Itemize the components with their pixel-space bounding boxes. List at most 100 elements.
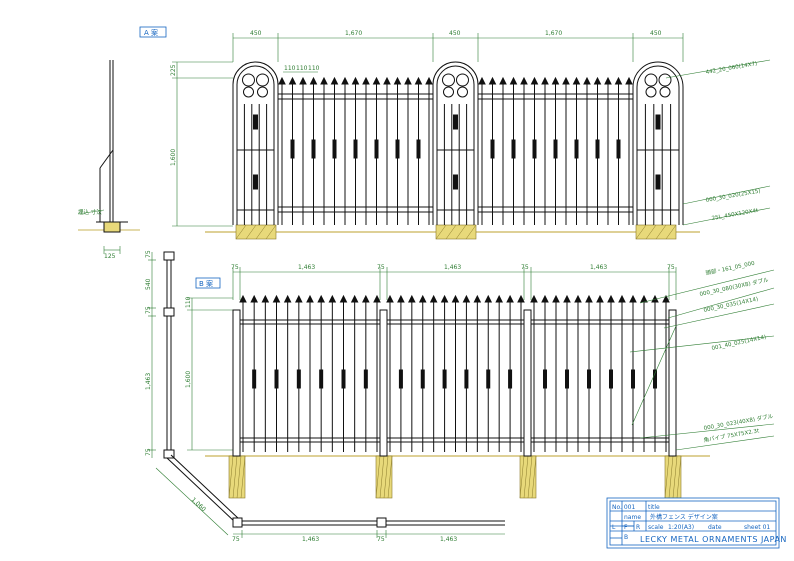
plan-b-panel-3-picket-spear [563, 294, 571, 303]
side-elevation [78, 60, 140, 233]
plan-a-arch-post-2-scroll-right [456, 73, 469, 87]
plan-a-panel-2-picket-spear [583, 76, 591, 85]
tb-no: No. 001 [612, 504, 636, 511]
plan-b-footing-1-hatch [236, 455, 242, 499]
plan-b-panel-2-picket-spear [473, 294, 482, 303]
plan-a-left-dim-1: 225 [170, 64, 177, 76]
plan-a-panel-1-ornament [311, 139, 316, 159]
plan-a-panel-1-picket-spear [288, 76, 297, 85]
plan-a-arch-post-2-scroll-left-low [443, 86, 454, 98]
plan-b-note-3: 000_30_035(14X14) [703, 297, 759, 314]
plan-b-post-1 [232, 309, 241, 457]
plan-b-post-4 [668, 309, 677, 457]
tb-company: LECKY METAL ORNAMENTS JAPAN [640, 535, 787, 544]
plan-a-panel-2-ornament [553, 139, 558, 159]
plan-b-dim-5: 75 [521, 264, 529, 271]
plan-a-panel-1-picket-spear [383, 76, 391, 85]
plan-a-left-dim-2: 1,600 [170, 149, 177, 166]
plan-a-panel-2-picket-spear [625, 76, 633, 85]
plan-a-panel-2-picket-spear [499, 76, 507, 85]
plan-b-footing-1-hatch [232, 455, 238, 499]
plan-a-arch-post-1 [232, 61, 279, 225]
plan-b-footing-2-hatch [383, 455, 389, 499]
tb-scale-label: scale [648, 524, 664, 531]
plan-b-panel-3-ornament [565, 369, 569, 389]
plan-view-left-dim-5: 75 [145, 448, 152, 456]
plan-b-panel-3-picket-spear [640, 294, 648, 303]
plan-b-panel-1-picket-spear [317, 294, 325, 303]
plan-a-arch-post-1-scroll-right-low [257, 86, 268, 98]
plan-a-panel-1-ornament [353, 139, 358, 159]
plan-b-panel-1-ornament [341, 369, 346, 389]
plan-b-post-3 [523, 309, 532, 457]
plan-a-panel-2-ornament [595, 139, 600, 159]
plan-b-panel-3-ornament [631, 369, 635, 389]
plan-a-panel-2-picket-spear [593, 76, 602, 85]
plan-view-bottom-dim-3: 75 [377, 536, 385, 543]
plan-a-panel-1-ornament [416, 139, 421, 159]
plan-b-note-2: 000_30_080(30X8) ダブル [699, 275, 770, 298]
plan-b-panel-3-picket-spear [618, 294, 626, 303]
plan-b-panel-1-picket-spear [261, 294, 270, 303]
plan-b-panel-2-picket-spear [484, 294, 493, 303]
plan-b-dim-7: 75 [667, 264, 675, 271]
plan-a-footing-2-hatch [445, 224, 457, 240]
plan-a-panel-2-picket-spear [562, 76, 570, 85]
plan-b-footing-1 [228, 455, 246, 499]
plan-a-panel-1-ornament [290, 139, 295, 159]
plan-a-panel-2-picket-spear [541, 76, 549, 85]
plan-view [163, 251, 505, 528]
tb-view-r: R [636, 524, 640, 531]
plan-a-footing-1-hatch [245, 224, 257, 240]
plan-view-diag-dim: 1,060 [190, 496, 207, 513]
plan-a-panel-1-picket-spear [351, 76, 360, 85]
plan-b-footing-2-hatch [375, 455, 381, 499]
plan-a-footing-2-hatch [465, 224, 477, 240]
plan-b-panel-2-picket-spear [517, 294, 525, 303]
plan-b-panel-2-picket-spear [408, 294, 416, 303]
plan-a-arch-post-3 [632, 61, 684, 225]
plan-b-footing-3-hatch [519, 455, 525, 499]
plan-b-footing-1-hatch [228, 455, 234, 499]
plan-b-footing-1-hatch [240, 455, 246, 499]
plan-b-footing-2-hatch [387, 455, 393, 499]
plan-b-panel-2-ornament [508, 369, 513, 389]
plan-a-panel-1-ornament [395, 139, 400, 159]
plan-a-panel-1-picket-spear [341, 76, 349, 85]
plan-b-panel-2-ornament [420, 369, 425, 389]
plan-b-panel-2-picket-spear [451, 294, 460, 303]
plan-b-footing-3 [519, 455, 537, 499]
plan-a-panel-2-ornament [490, 139, 495, 159]
plan-b-dim-2: 1,463 [298, 264, 315, 271]
plan-a-panel-2-picket-spear [520, 76, 528, 85]
plan-a-arch-post-2-scroll-right-low [457, 86, 468, 98]
plan-b-left-dim-1: 110 [185, 296, 192, 308]
plan-a-footing-3-hatch [665, 224, 677, 240]
plan-b-panel-1-ornament [274, 369, 279, 389]
plan-a-panel-1-ornament [332, 139, 337, 159]
plan-a-panel-1-picket-spear [414, 76, 423, 85]
tb-scale-value: 1:20(A3) [668, 524, 694, 531]
plan-a-arched-posts [232, 61, 684, 225]
plan-b-panel-1-picket-spear [362, 294, 370, 303]
plan-b-panel-2-ornament [486, 369, 491, 389]
plan-a-note-2: 000_30_020(25X15) [705, 188, 761, 204]
plan-a-panel-2-picket-spear [530, 76, 539, 85]
plan-a-panel-2-ornament [511, 139, 516, 159]
plan-b-footings [228, 455, 682, 499]
plan-a-dim-4: 1,670 [545, 30, 562, 37]
plan-a-footing-3-hatch [645, 224, 657, 240]
plan-a-footing-3-hatch [655, 224, 667, 240]
plan-a-panel-2-picket-spear [478, 76, 486, 85]
plan-b-panel-2-picket-spear [506, 294, 514, 303]
plan-a-footing-2-hatch [435, 224, 447, 240]
plan-a-picket-dim-1: 110 [284, 65, 296, 72]
plan-b-panel-1-picket-spear [295, 294, 303, 303]
plan-a-panel-1-picket-spear [278, 76, 286, 85]
plan-a-dim-3: 450 [449, 30, 461, 37]
tb-title-label: title [648, 504, 660, 511]
plan-b-panel-1-ornament [363, 369, 368, 389]
plan-b-footing-3-hatch [531, 455, 537, 499]
plan-a-arch-post-3-scroll-right-low [659, 86, 671, 98]
plan-b-panel-3-picket-spear [552, 294, 560, 303]
